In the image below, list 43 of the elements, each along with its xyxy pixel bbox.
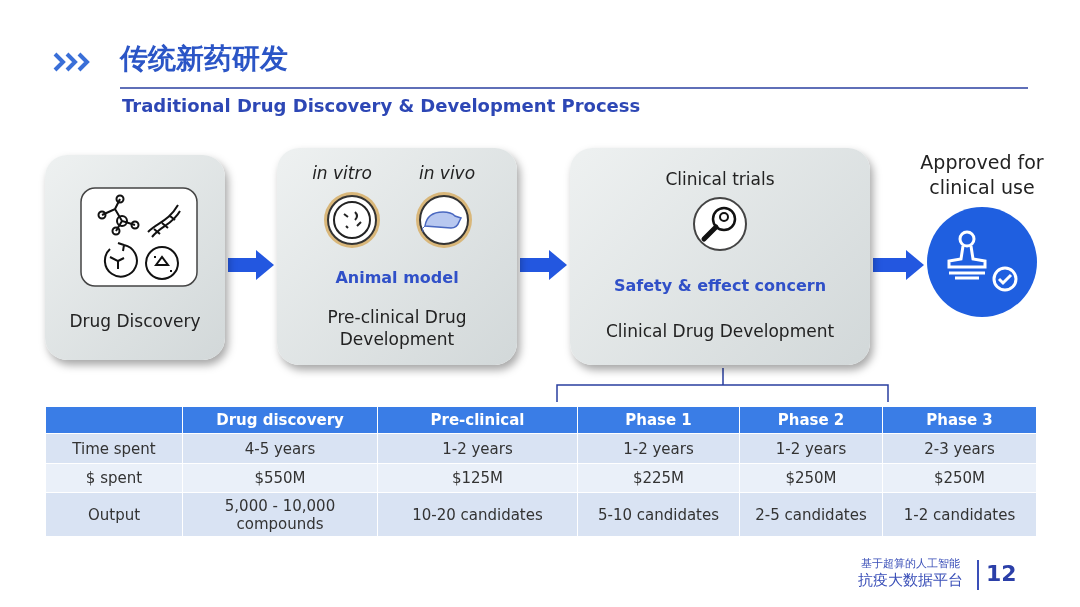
method-label: in vitro [311,162,373,185]
column-header: Phase 3 [883,407,1036,433]
table-cell: 2-5 candidates [740,492,883,536]
table-cell: 1-2 years [378,433,578,463]
process-card [45,155,225,360]
table-cell: $250M [740,463,883,492]
column-header: Pre-clinical [378,407,578,433]
table-cell: 1-2 years [740,433,883,463]
row-header: $ spent [46,463,183,492]
column-header: Drug discovery [183,407,378,433]
method-label: in vivo [417,162,477,185]
table-cell: 4-5 years [183,433,378,463]
column-header: Phase 1 [578,407,740,433]
row-header: Time spent [46,433,183,463]
highlight-text: Safety & effect concern [612,276,828,297]
table-cell: 2-3 years [883,433,1036,463]
table-cell: 1-2 candidates [883,492,1036,536]
process-card [277,148,517,365]
footer-text: 抗疫大数据平台 [857,571,964,590]
table-cell: $225M [578,463,740,492]
table-cell: 5,000 - 10,000 compounds [183,492,378,536]
process-card [570,148,870,365]
table-cell: $250M [883,463,1036,492]
block-arrow [520,250,567,280]
table-cell: $125M [378,463,578,492]
row-header: Output [46,492,183,536]
stage-label: Approved for clinical use [919,150,1045,200]
title: 传统新药研发 [120,41,288,77]
table-cell: 5-10 candidates [578,492,740,536]
table-cell: $550M [183,463,378,492]
stage-label: Pre-clinical Drug Development [326,306,468,351]
table-cell: 1-2 years [578,433,740,463]
subtitle: Traditional Drug Discovery & Development Process [122,95,641,116]
table-cell: 10-20 candidates [378,492,578,536]
column-header: Phase 2 [740,407,883,433]
page-number: 12 [986,561,1017,586]
footer-text: 基于超算的人工智能 [860,556,961,571]
stage-label: Clinical trials [664,168,776,191]
block-arrow [873,250,924,280]
block-arrow [228,250,274,280]
highlight-text: Animal model [334,268,460,289]
stage-label: Clinical Drug Development [604,320,836,343]
stage-label: Drug Discovery [68,310,202,333]
